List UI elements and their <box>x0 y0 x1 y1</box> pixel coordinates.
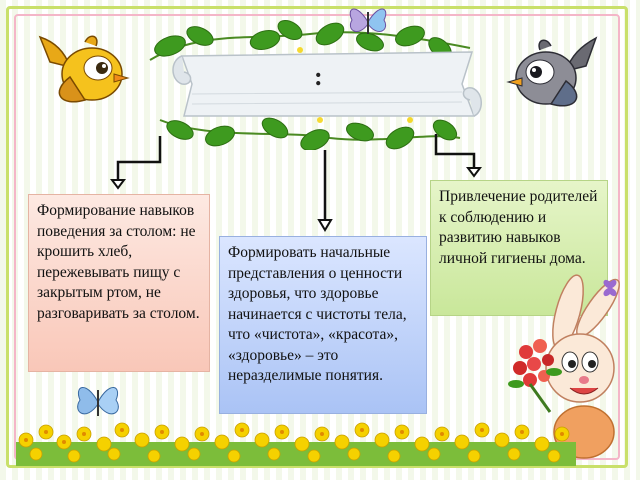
vine-leaves-icon <box>149 20 471 150</box>
blue-butterfly-icon <box>77 387 119 416</box>
pink-butterfly-icon <box>349 8 387 34</box>
bunny-with-flowers-icon <box>508 274 620 459</box>
box-parents-involvement: Привлечение родителей к соблюдению и раз… <box>430 180 608 316</box>
outer-frame <box>6 6 628 468</box>
scroll-text: : <box>314 62 323 91</box>
gray-bird-icon <box>506 36 598 107</box>
box-health-values: Формировать начальные представления о це… <box>219 236 427 414</box>
box-table-manners: Формирование навыков поведения за столом… <box>28 194 210 372</box>
scroll-banner-icon <box>172 51 482 117</box>
yellow-bird-icon <box>38 35 130 103</box>
flower-meadow <box>16 422 576 466</box>
